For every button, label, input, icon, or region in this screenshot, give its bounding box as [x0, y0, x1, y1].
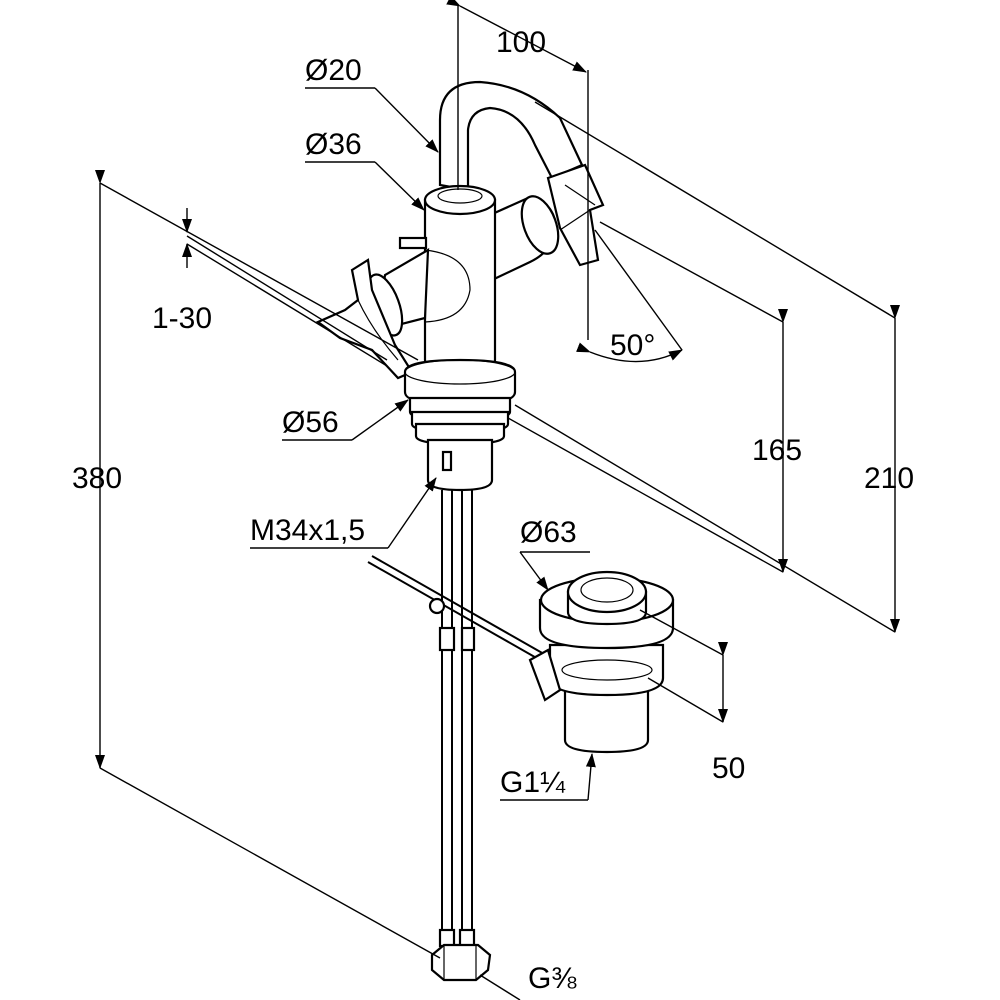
spout-head [546, 163, 605, 267]
popup-rod [367, 555, 545, 661]
dimension-labels: 100 Ø20 Ø36 1-30 Ø56 380 M34x1,5 50° 165… [72, 26, 914, 995]
label-base-diameter: Ø56 [282, 406, 339, 439]
label-swivel-angle: 50° [610, 329, 655, 362]
supply-hoses [438, 490, 476, 948]
hose-nut [430, 943, 492, 982]
label-spout-diameter: Ø20 [305, 54, 362, 87]
label-body-diameter: Ø36 [305, 128, 362, 161]
base-threads [408, 396, 512, 446]
label-height-165: 165 [752, 434, 802, 467]
label-spout-reach: 100 [496, 26, 546, 59]
label-height-210: 210 [864, 462, 914, 495]
label-overall-height: 380 [72, 462, 122, 495]
label-waste-thread: G1¼ [500, 766, 566, 799]
label-thread: M34x1,5 [250, 514, 365, 547]
label-waste-height: 50 [712, 752, 745, 785]
main-body [423, 198, 497, 374]
dimension-lines [95, 0, 900, 1000]
mounting-shank [426, 438, 494, 492]
label-handle-adjust: 1-30 [152, 302, 212, 335]
waste-valve [528, 570, 675, 754]
label-waste-diameter: Ø63 [520, 516, 577, 549]
faucet-assembly [315, 80, 675, 982]
label-hose-thread: G⅜ [528, 962, 577, 995]
